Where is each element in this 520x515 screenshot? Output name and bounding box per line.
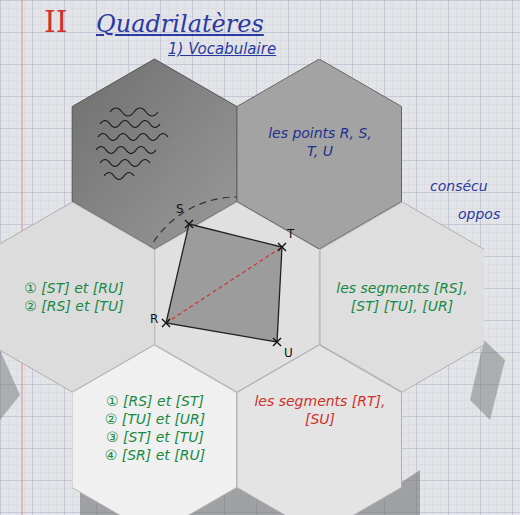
margin-note: oppos (458, 206, 500, 222)
hexagon-outline (237, 345, 402, 515)
point-label: U (284, 346, 293, 360)
subsection-heading: 1) Vocabulaire (168, 40, 276, 58)
text-area: les points R, S, T, U (262, 124, 378, 160)
hexagon-shape (237, 345, 402, 515)
card-text: les points R, S, T, U (262, 124, 378, 160)
text-area: les segments [RS], [ST] [TU], [UR] (326, 279, 478, 315)
text-area: ① [ST] et [RU]② [RS] et [TU] (6, 279, 142, 315)
point-label: T (287, 227, 294, 241)
hexagon-card: les segments [RT], [SU] (237, 345, 402, 515)
scribbles (96, 108, 168, 180)
hexagon-shape (72, 345, 237, 515)
card-text: ① [ST] et [RU] (6, 279, 142, 297)
card-text: ④ [SR] et [RU] (86, 446, 224, 464)
text-area: ① [RS] et [ST]② [TU] et [UR]③ [ST] et [T… (86, 392, 224, 465)
diagonal (166, 247, 282, 323)
card-text: ② [TU] et [UR] (86, 410, 224, 428)
point-label: S (176, 202, 184, 216)
shadow (470, 340, 505, 420)
margin-note: consécu (430, 178, 488, 194)
point-label: R (150, 312, 158, 326)
card-text: les segments [RS], [ST] [TU], [UR] (326, 279, 478, 315)
page-title: Quadrilatères (96, 10, 264, 38)
card-text: ① [RS] et [ST] (86, 392, 224, 410)
point-marks (162, 220, 286, 346)
card-text: ② [RS] et [TU] (6, 297, 142, 315)
hexagon-card: ① [RS] et [ST]② [TU] et [UR]③ [ST] et [T… (72, 345, 237, 515)
card-text: les segments [RT], [SU] (252, 392, 388, 428)
quadrilateral (166, 224, 282, 342)
text-area: les segments [RT], [SU] (252, 392, 388, 428)
card-text: ③ [ST] et [TU] (86, 428, 224, 446)
section-number: II (44, 4, 68, 39)
